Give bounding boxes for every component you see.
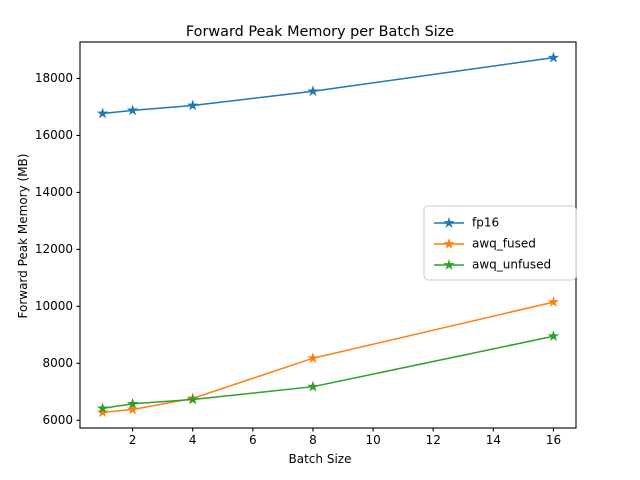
x-tick-label: 6 — [249, 433, 257, 447]
y-tick-label: 6000 — [42, 413, 73, 427]
data-point-marker — [96, 402, 109, 414]
data-point-marker — [307, 85, 319, 97]
y-tick-label: 10000 — [35, 299, 73, 313]
legend-label-awq_unfused: awq_unfused — [472, 258, 551, 272]
data-point-marker — [187, 99, 199, 111]
legend-marker-fp16 — [443, 217, 455, 228]
data-point-marker — [126, 104, 139, 116]
data-point-marker — [126, 403, 139, 415]
series-awq_unfused — [96, 330, 560, 414]
data-point-marker — [126, 397, 139, 409]
series-line-awq_fused — [101, 301, 555, 414]
data-point-marker — [547, 51, 560, 63]
series-line-fp16 — [101, 56, 555, 115]
chart-title: Forward Peak Memory per Batch Size — [185, 24, 455, 40]
data-point-marker — [307, 352, 319, 364]
series-fp16 — [96, 51, 560, 119]
y-tick-label: 12000 — [35, 242, 73, 256]
x-tick-label: 10 — [365, 433, 380, 447]
series-line-awq_unfused — [101, 335, 555, 410]
data-point-marker — [187, 393, 199, 405]
y-tick-label: 14000 — [35, 185, 73, 199]
legend-marker-awq_fused — [443, 238, 455, 249]
y-tick-label: 8000 — [42, 356, 73, 370]
data-point-marker — [96, 406, 109, 418]
legend-marker-awq_unfused — [443, 259, 455, 270]
series-awq_fused — [96, 296, 560, 418]
x-tick-label: 2 — [129, 433, 137, 447]
x-tick-label: 8 — [309, 433, 317, 447]
x-tick-label: 4 — [189, 433, 197, 447]
x-axis-label: Batch Size — [288, 452, 352, 466]
x-tick-label: 14 — [486, 433, 501, 447]
x-tick-label: 16 — [546, 433, 561, 447]
x-tick-label: 12 — [426, 433, 441, 447]
legend-label-fp16: fp16 — [472, 216, 499, 230]
y-tick-label: 18000 — [35, 71, 73, 85]
y-tick-label: 16000 — [35, 128, 73, 142]
legend-box — [423, 205, 577, 281]
data-point-marker — [547, 296, 560, 307]
data-point-marker — [307, 380, 319, 392]
legend: fp16 awq_fused awq_unfused — [423, 205, 577, 281]
data-point-marker — [547, 330, 560, 342]
data-point-marker — [96, 107, 109, 119]
legend-label-awq_fused: awq_fused — [472, 237, 536, 251]
